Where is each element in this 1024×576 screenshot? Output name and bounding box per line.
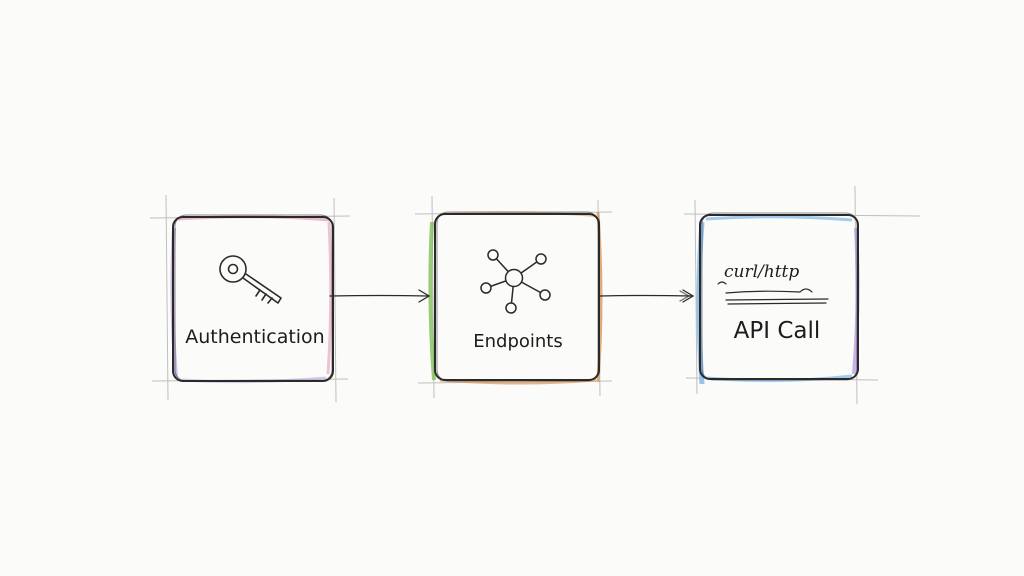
curl-snippet: curl/http <box>724 262 800 282</box>
edge-endpoints-api-call <box>599 289 695 303</box>
edges <box>329 289 695 303</box>
node-endpoints <box>428 211 603 385</box>
node-authentication-label: Authentication <box>185 326 325 348</box>
node-authentication <box>170 214 334 384</box>
edge-authentication-endpoints <box>329 289 431 303</box>
node-api-call <box>696 212 860 385</box>
network-nodes-icon <box>480 249 551 314</box>
node-api-call-label: API Call <box>733 318 821 344</box>
node-endpoints-label: Endpoints <box>473 331 563 352</box>
terminal-curl-icon <box>717 281 829 305</box>
key-icon <box>219 255 282 304</box>
